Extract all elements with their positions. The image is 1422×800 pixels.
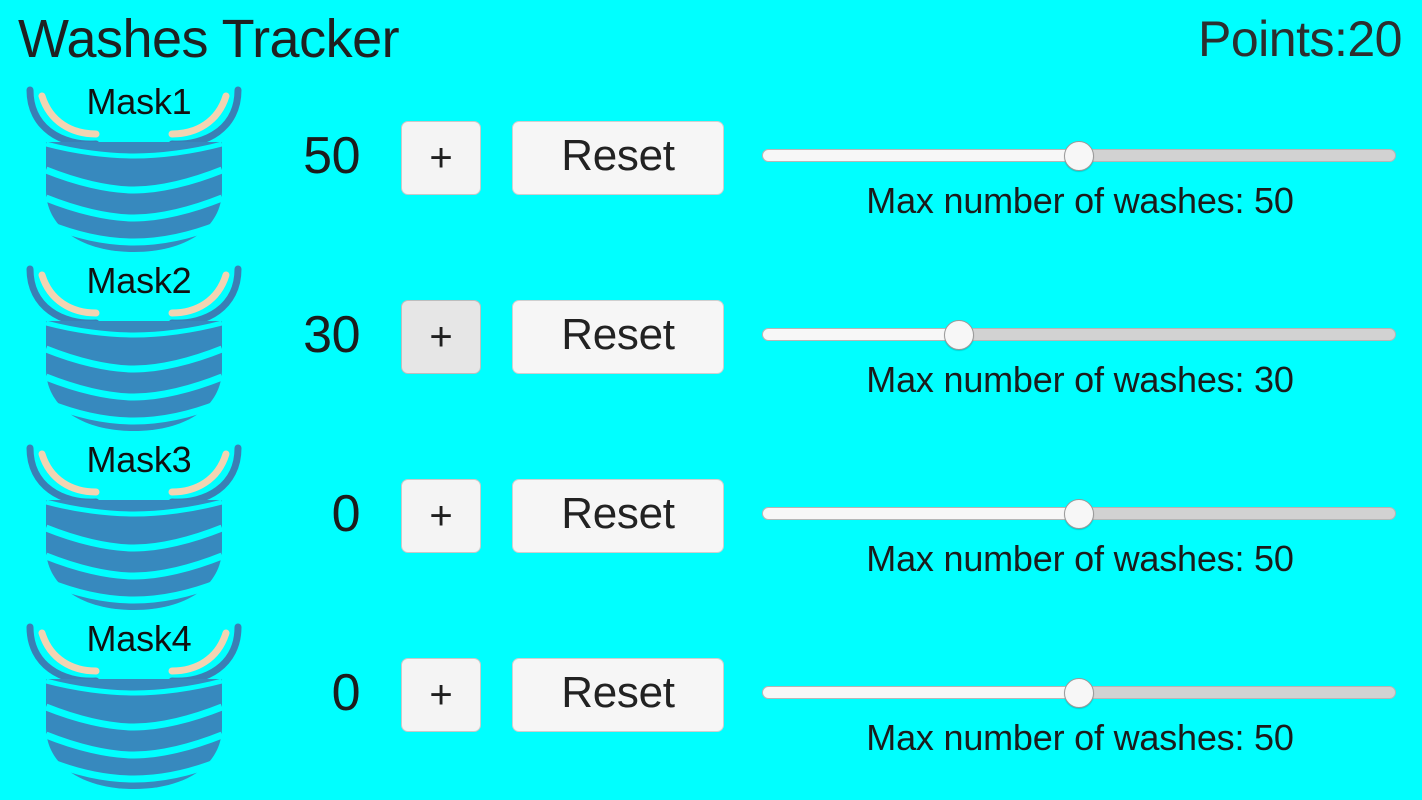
slider-thumb[interactable] bbox=[1064, 678, 1094, 708]
max-washes-slider[interactable] bbox=[762, 320, 1396, 350]
slider-thumb[interactable] bbox=[1064, 141, 1094, 171]
max-washes-slider-cell: Max number of washes: 50 bbox=[760, 436, 1400, 615]
increment-button[interactable]: + bbox=[401, 121, 481, 195]
face-mask-icon bbox=[26, 444, 242, 610]
mask-name-label: Mask4 bbox=[86, 618, 192, 659]
slider-track-filled bbox=[762, 328, 959, 341]
mask-row: Mask3 0 + Reset Max number of washes: 50 bbox=[0, 436, 1422, 615]
points-counter: Points:20 bbox=[1198, 11, 1402, 67]
increment-button[interactable]: + bbox=[401, 479, 481, 553]
mask-row: Mask4 0 + Reset Max number of washes: 50 bbox=[0, 615, 1422, 794]
page-title: Washes Tracker bbox=[18, 9, 400, 69]
mask-name-label: Mask3 bbox=[86, 439, 192, 480]
max-washes-slider[interactable] bbox=[762, 678, 1396, 708]
face-mask-icon bbox=[26, 623, 242, 789]
slider-track-filled bbox=[762, 507, 1079, 520]
slider-track-filled bbox=[762, 686, 1079, 699]
app-header: Washes Tracker Points:20 bbox=[0, 0, 1422, 78]
wash-count: 50 bbox=[303, 127, 360, 185]
mask-icon-cell: Mask4 bbox=[8, 615, 260, 794]
slider-thumb[interactable] bbox=[943, 320, 974, 350]
max-washes-slider-cell: Max number of washes: 30 bbox=[760, 257, 1400, 436]
slider-caption: Max number of washes: 50 bbox=[866, 180, 1294, 221]
slider-caption: Max number of washes: 50 bbox=[866, 538, 1294, 579]
mask-name-label: Mask2 bbox=[86, 260, 192, 301]
increment-button[interactable]: + bbox=[401, 658, 481, 732]
mask-list: Mask1 50 + Reset Max number of washes: 5… bbox=[0, 78, 1422, 800]
mask-row: Mask2 30 + Reset Max number of washes: 3… bbox=[0, 257, 1422, 436]
wash-count: 0 bbox=[331, 485, 361, 543]
mask-name-label: Mask1 bbox=[86, 81, 192, 122]
reset-button[interactable]: Reset bbox=[512, 121, 724, 195]
increment-button[interactable]: + bbox=[401, 300, 481, 374]
reset-button[interactable]: Reset bbox=[512, 300, 724, 374]
mask-icon-cell: Mask1 bbox=[8, 78, 260, 257]
face-mask-icon bbox=[26, 265, 242, 431]
slider-caption: Max number of washes: 50 bbox=[866, 717, 1294, 758]
face-mask-icon bbox=[26, 86, 242, 252]
slider-caption: Max number of washes: 30 bbox=[866, 359, 1294, 400]
reset-button[interactable]: Reset bbox=[512, 479, 724, 553]
mask-icon-cell: Mask2 bbox=[8, 257, 260, 436]
wash-count: 30 bbox=[303, 306, 360, 364]
mask-icon-cell: Mask3 bbox=[8, 436, 260, 615]
max-washes-slider[interactable] bbox=[762, 499, 1396, 529]
max-washes-slider[interactable] bbox=[762, 141, 1396, 171]
max-washes-slider-cell: Max number of washes: 50 bbox=[760, 615, 1400, 794]
mask-row: Mask1 50 + Reset Max number of washes: 5… bbox=[0, 78, 1422, 257]
reset-button[interactable]: Reset bbox=[512, 658, 724, 732]
slider-thumb[interactable] bbox=[1064, 499, 1094, 529]
slider-track-filled bbox=[762, 149, 1079, 162]
wash-count: 0 bbox=[331, 664, 361, 722]
max-washes-slider-cell: Max number of washes: 50 bbox=[760, 78, 1400, 257]
